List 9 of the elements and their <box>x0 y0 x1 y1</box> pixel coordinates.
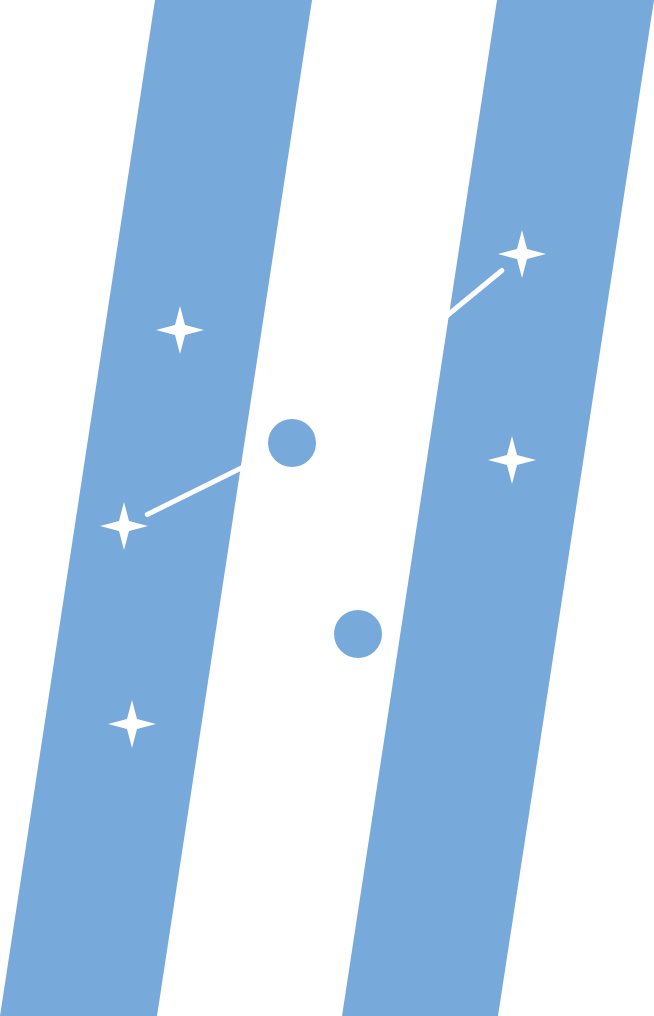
star-icon <box>108 700 156 748</box>
star-icon <box>156 306 204 354</box>
dot <box>334 610 382 658</box>
slanted-stripe <box>0 0 312 1016</box>
slanted-stripe <box>342 0 654 1016</box>
dot <box>268 419 316 467</box>
star-icon <box>488 436 536 484</box>
star-icon <box>498 230 546 278</box>
star-icon <box>100 502 148 550</box>
